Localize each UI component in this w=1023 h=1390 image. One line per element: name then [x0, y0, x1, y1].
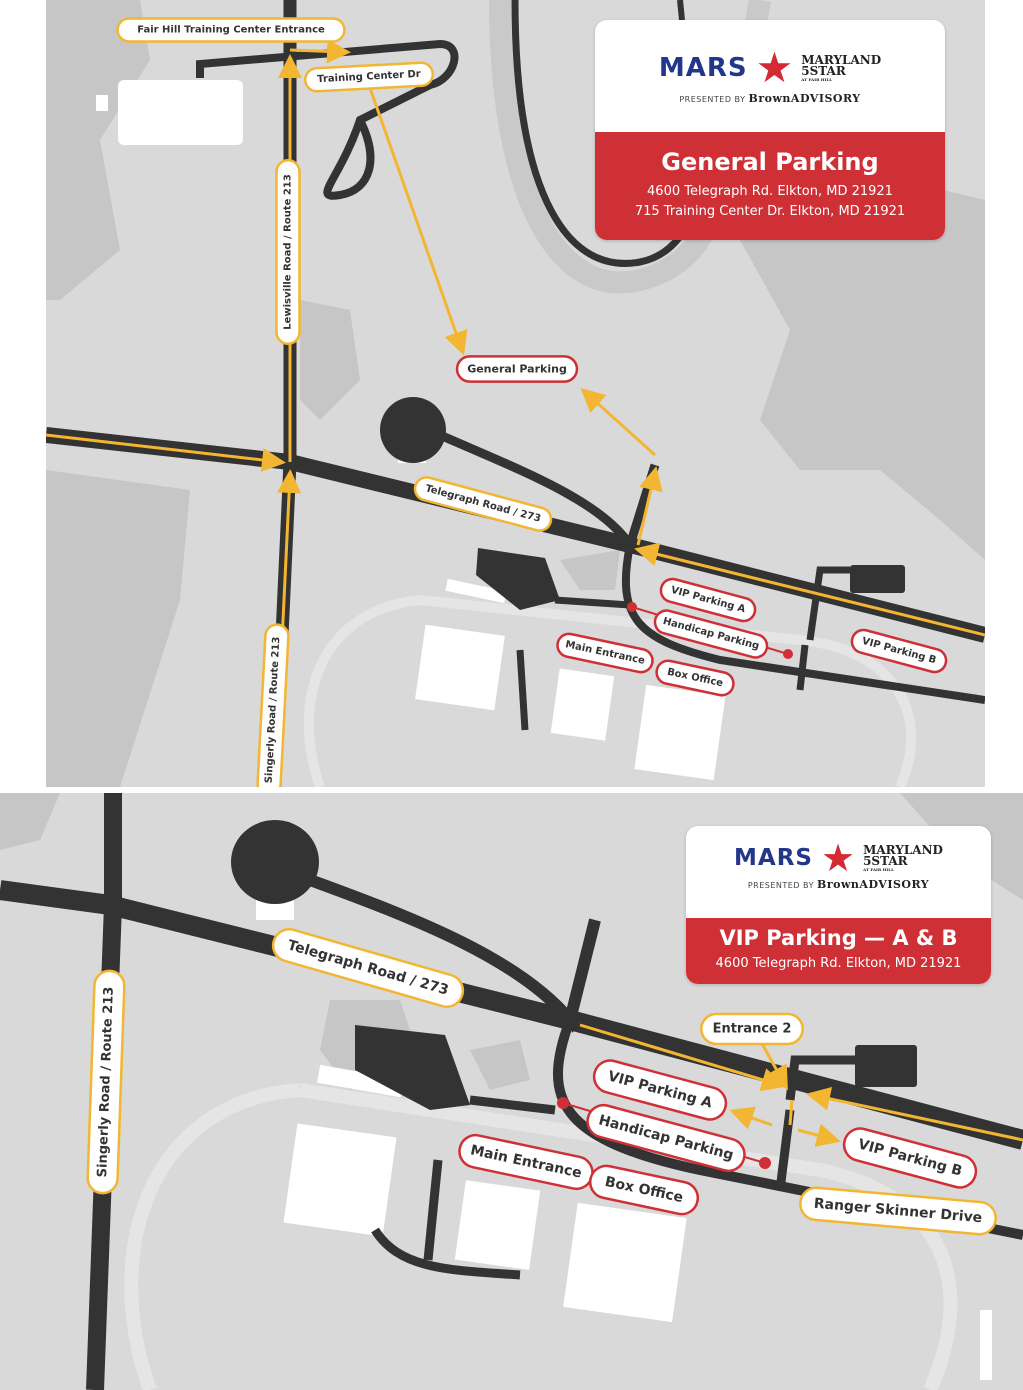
map-label-singerly-road-route-213: Singerly Road / Route 213: [256, 623, 290, 787]
card-title: General Parking: [661, 148, 879, 176]
label-text: General Parking: [467, 363, 567, 376]
map-label-box-office: Box Office: [655, 659, 735, 697]
presented-by: PRESENTED BY BrownADVISORY: [747, 878, 930, 891]
label-pill: [799, 1186, 997, 1236]
map-label-ranger-skinner-drive: Ranger Skinner Drive: [799, 1186, 997, 1236]
label-pill: [413, 476, 553, 532]
lots: [398, 443, 726, 781]
map-label-entrance-2: Entrance 2: [700, 1012, 804, 1046]
label-pill: [842, 1127, 978, 1189]
map-label-general-parking: General Parking: [455, 355, 579, 383]
label-text: Entrance 2: [713, 1022, 792, 1037]
label-pill: [850, 628, 948, 674]
sponsor-logo: BrownADVISORY: [748, 92, 861, 105]
lots: [256, 880, 992, 1380]
card-banner: VIP Parking — A & B 4600 Telegraph Rd. E…: [686, 918, 991, 984]
building: [96, 95, 108, 111]
building: [118, 80, 243, 145]
label-pill: [304, 61, 434, 93]
buildings-dark: [380, 397, 905, 610]
map-label-lewisville-road-route-213: Lewisville Road / Route 213: [275, 159, 301, 345]
address-1: 4600 Telegraph Rd. Elkton, MD 21921: [715, 956, 962, 971]
label-pill: [455, 355, 579, 383]
label-pill: [588, 1164, 700, 1216]
star-icon: ★: [821, 836, 856, 880]
label-pill: [592, 1059, 728, 1121]
label-pill: [271, 928, 465, 1008]
label-pill: [659, 577, 757, 623]
label-pill: [700, 1012, 804, 1046]
label-pill: [86, 969, 126, 1195]
label-pill: [275, 159, 301, 345]
label-pill: [655, 659, 735, 697]
mars-logo: MARS: [658, 53, 748, 83]
star-icon: ★: [755, 43, 794, 92]
address-1: 4600 Telegraph Rd. Elkton, MD 21921: [647, 184, 893, 199]
label-text: Training Center Dr: [317, 69, 421, 85]
route-lines: [579, 1023, 1023, 1147]
map-label-singerly-road-route-213: Singerly Road / Route 213: [86, 969, 126, 1195]
buildings-dark: [231, 820, 917, 1110]
label-pill: [653, 609, 769, 659]
woods: [46, 0, 985, 787]
label-pill: [256, 623, 290, 787]
label-text: Singerly Road / Route 213: [95, 986, 117, 1177]
label-pill: [586, 1103, 746, 1173]
map-label-vip-parking-a: VIP Parking A: [592, 1059, 728, 1121]
map-label-fair-hill-training-center-entrance: Fair Hill Training Center Entrance: [116, 17, 346, 43]
mars-logo: MARS: [734, 845, 813, 871]
map-label-training-center-dr: Training Center Dr: [304, 61, 434, 93]
label-text: Lewisville Road / Route 213: [283, 174, 294, 330]
label-text: Fair Hill Training Center Entrance: [137, 25, 325, 36]
card-title: VIP Parking — A & B: [719, 926, 958, 950]
map-label-box-office: Box Office: [588, 1164, 700, 1216]
presented-by: PRESENTED BY BrownADVISORY: [679, 92, 861, 105]
race-track-oval: [124, 1083, 958, 1390]
sponsor-logo: BrownADVISORY: [817, 878, 930, 891]
card-banner: General Parking 4600 Telegraph Rd. Elkto…: [595, 132, 945, 240]
address-2: 715 Training Center Dr. Elkton, MD 21921: [634, 204, 906, 219]
label-pill: [556, 632, 654, 674]
label-pill: [116, 17, 346, 43]
